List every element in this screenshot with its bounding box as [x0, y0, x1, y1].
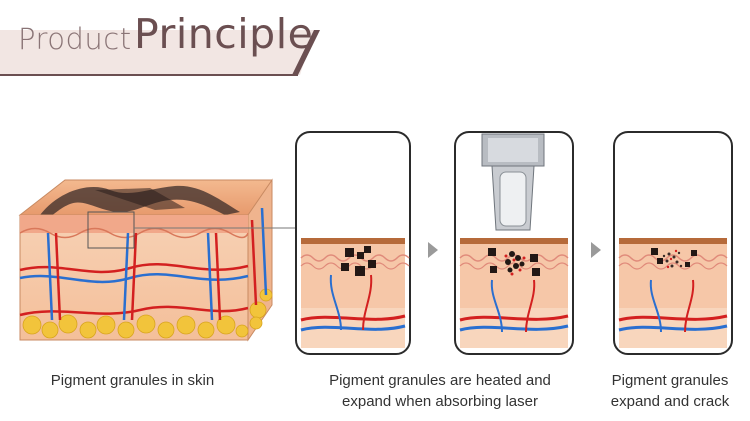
- caption-line: expand and crack: [610, 393, 730, 410]
- caption-line: Pigment granules in skin: [50, 372, 215, 389]
- arrow-right-icon: [428, 242, 438, 258]
- fat-layer: [22, 288, 273, 339]
- zoom-box: [87, 211, 135, 249]
- panel-heated: [454, 131, 574, 355]
- title-principle: Principle: [134, 10, 314, 58]
- caption-heated: Pigment granules are heated and expand w…: [300, 370, 580, 412]
- caption-line: Pigment granules are heated and: [329, 372, 551, 389]
- laser-handpiece: [481, 133, 545, 231]
- caption-line: expand when absorbing laser: [342, 393, 538, 410]
- skin-block: [18, 178, 296, 342]
- title-banner: Product Principle: [0, 0, 750, 80]
- caption-line: Pigment granules: [611, 372, 729, 389]
- panel-pigment: [295, 131, 411, 355]
- banner-background: [0, 30, 320, 76]
- principle-diagram: [18, 131, 733, 355]
- blood-vessels: [19, 207, 268, 321]
- arrow-right-icon: [591, 242, 601, 258]
- title-product: Product: [18, 22, 132, 56]
- caption-crack: Pigment granules expand and crack: [590, 370, 750, 412]
- panel-crack: [613, 131, 733, 355]
- caption-pigment-in-skin: Pigment granules in skin: [20, 370, 245, 391]
